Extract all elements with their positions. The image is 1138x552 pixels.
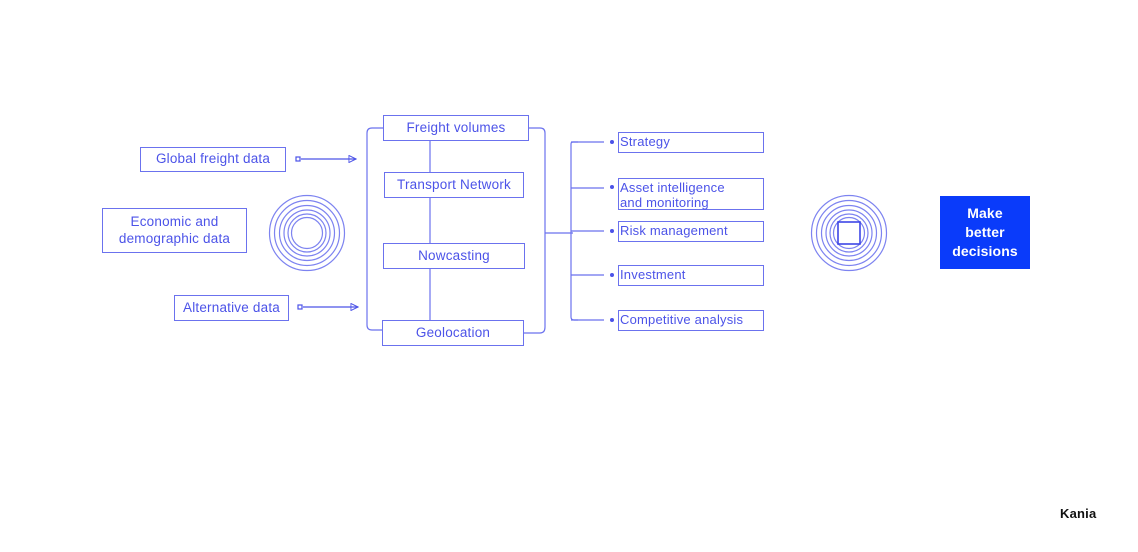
bullet-icon-investment: [610, 273, 614, 277]
connector-alternative-data-to-pipeline: [297, 305, 358, 309]
source-box-global-freight-data[interactable]: Global freight data: [140, 147, 286, 172]
outcome-box-strategy[interactable]: Strategy: [618, 132, 764, 153]
outcomes-bracket: [570, 141, 604, 321]
pipeline-box-freight-volumes[interactable]: Freight volumes: [383, 115, 529, 141]
concentric-rings-right: [810, 194, 888, 272]
source-box-economic-demographic-data[interactable]: Economic and demographic data: [102, 208, 247, 253]
outcome-box-investment[interactable]: Investment: [618, 265, 764, 286]
pipeline-box-geolocation[interactable]: Geolocation: [382, 320, 524, 346]
rings-center-square: [837, 221, 861, 245]
pipeline-box-nowcasting[interactable]: Nowcasting: [383, 243, 525, 269]
outcome-box-risk-management[interactable]: Risk management: [618, 221, 764, 242]
brand-logo-text: Kania: [1060, 506, 1097, 521]
bullet-icon-asset-intelligence: [610, 185, 614, 189]
bullet-icon-competitive-analysis: [610, 318, 614, 322]
outcome-box-asset-intelligence-and-monitoring[interactable]: Asset intelligence and monitoring: [618, 178, 764, 210]
outcome-box-competitive-analysis[interactable]: Competitive analysis: [618, 310, 764, 331]
bullet-icon-strategy: [610, 140, 614, 144]
bullet-icon-risk-management: [610, 229, 614, 233]
pipeline-box-transport-network[interactable]: Transport Network: [384, 172, 524, 198]
pipeline-output-bracket: [524, 127, 573, 334]
pipeline-input-bracket: [366, 127, 383, 331]
connector-global-freight-to-pipeline: [295, 157, 356, 161]
cta-make-better-decisions[interactable]: Make better decisions: [940, 196, 1030, 269]
source-box-alternative-data[interactable]: Alternative data: [174, 295, 289, 321]
concentric-rings-left: [268, 194, 346, 272]
